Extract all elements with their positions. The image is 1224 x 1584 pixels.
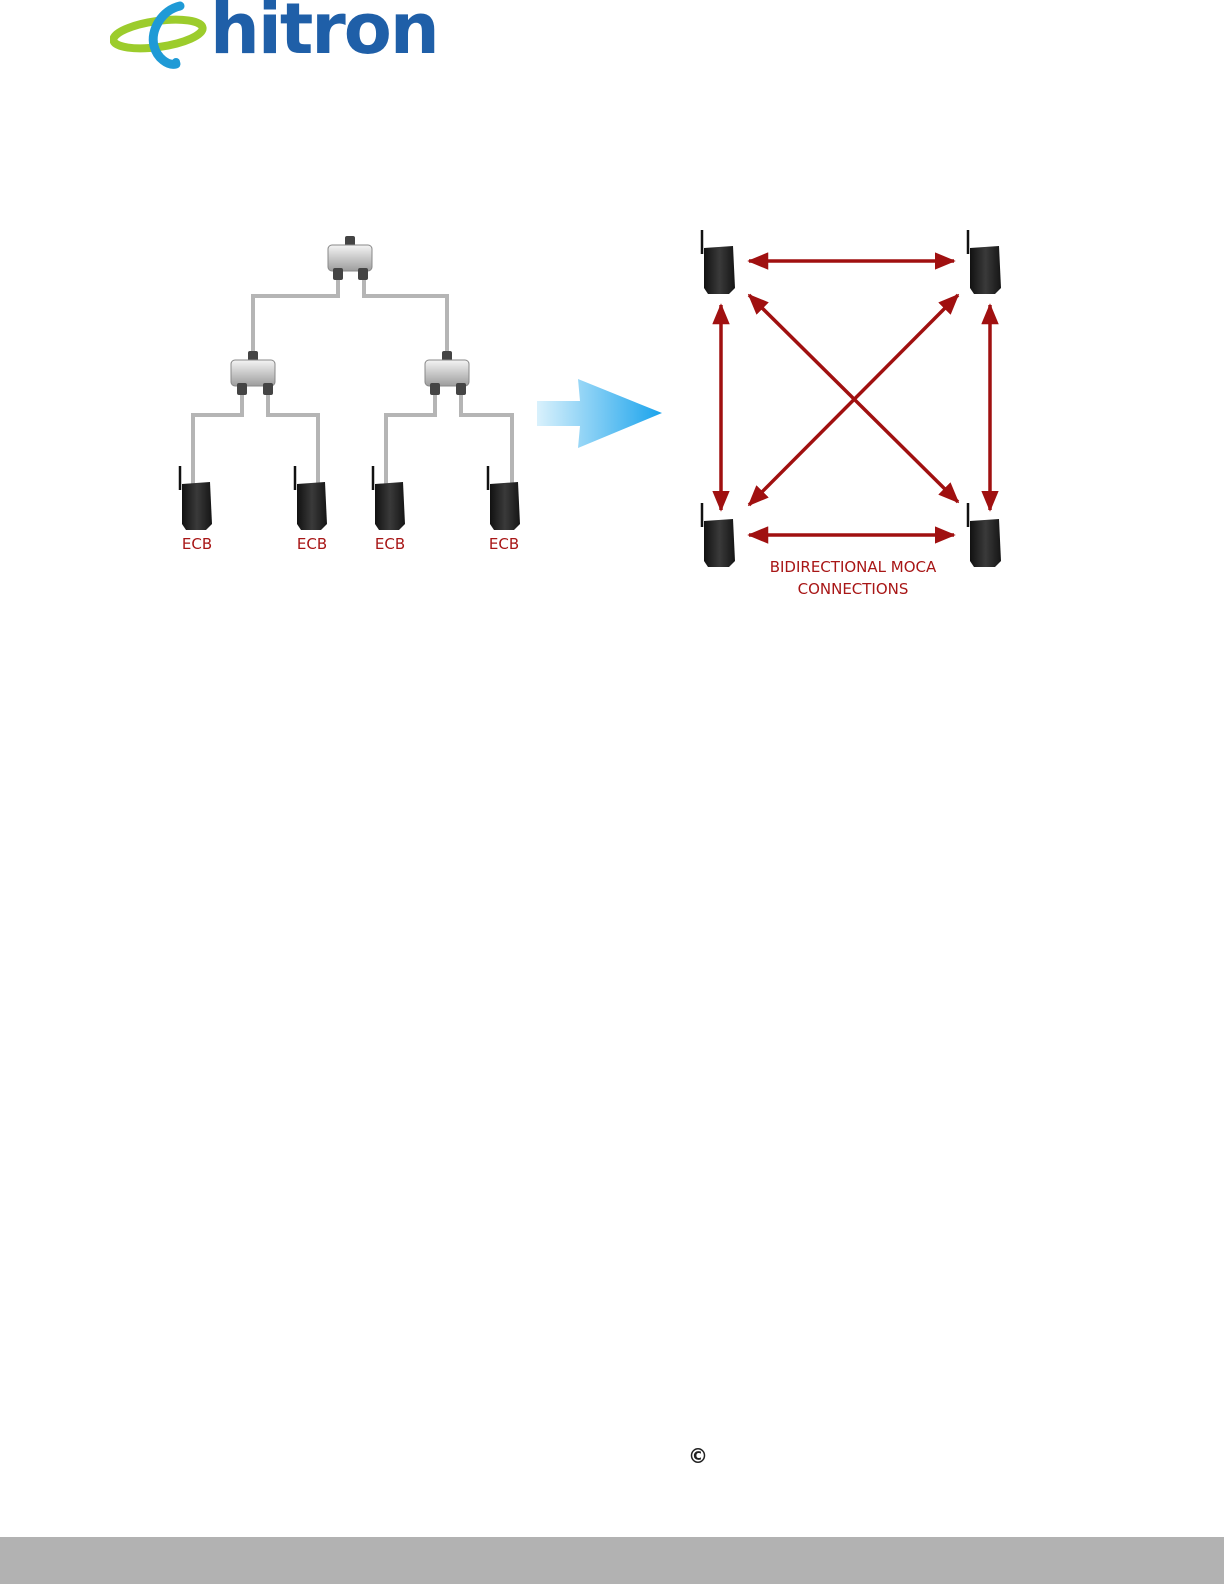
bidirectional-arrows	[721, 261, 990, 535]
caption-line-1: BIDIRECTIONAL MOCA	[770, 558, 937, 576]
transition-arrow-icon	[537, 379, 662, 448]
ecb-label-2: ECB	[297, 535, 327, 553]
ecb-device-2	[295, 466, 327, 530]
footer-bar	[0, 1537, 1224, 1584]
mesh-device-bottom-left	[702, 503, 735, 567]
mesh-device-top-right	[968, 230, 1001, 294]
ecb-device-3	[373, 466, 405, 530]
ecb-label-4: ECB	[489, 535, 519, 553]
ecb-label-1: ECB	[182, 535, 212, 553]
ecb-device-1	[180, 466, 212, 530]
splitter-right	[425, 351, 469, 395]
caption-line-2: CONNECTIONS	[798, 580, 909, 598]
moca-network-diagram: ECB ECB ECB ECB BIDIRECTIONAL MOCA CONNE…	[0, 0, 1224, 640]
splitter-left	[231, 351, 275, 395]
splitter-top	[328, 236, 372, 280]
ecb-label-3: ECB	[375, 535, 405, 553]
mesh-device-bottom-right	[968, 503, 1001, 567]
ecb-device-4	[488, 466, 520, 530]
copyright-symbol: ©	[688, 1444, 708, 1468]
mesh-device-top-left	[702, 230, 735, 294]
